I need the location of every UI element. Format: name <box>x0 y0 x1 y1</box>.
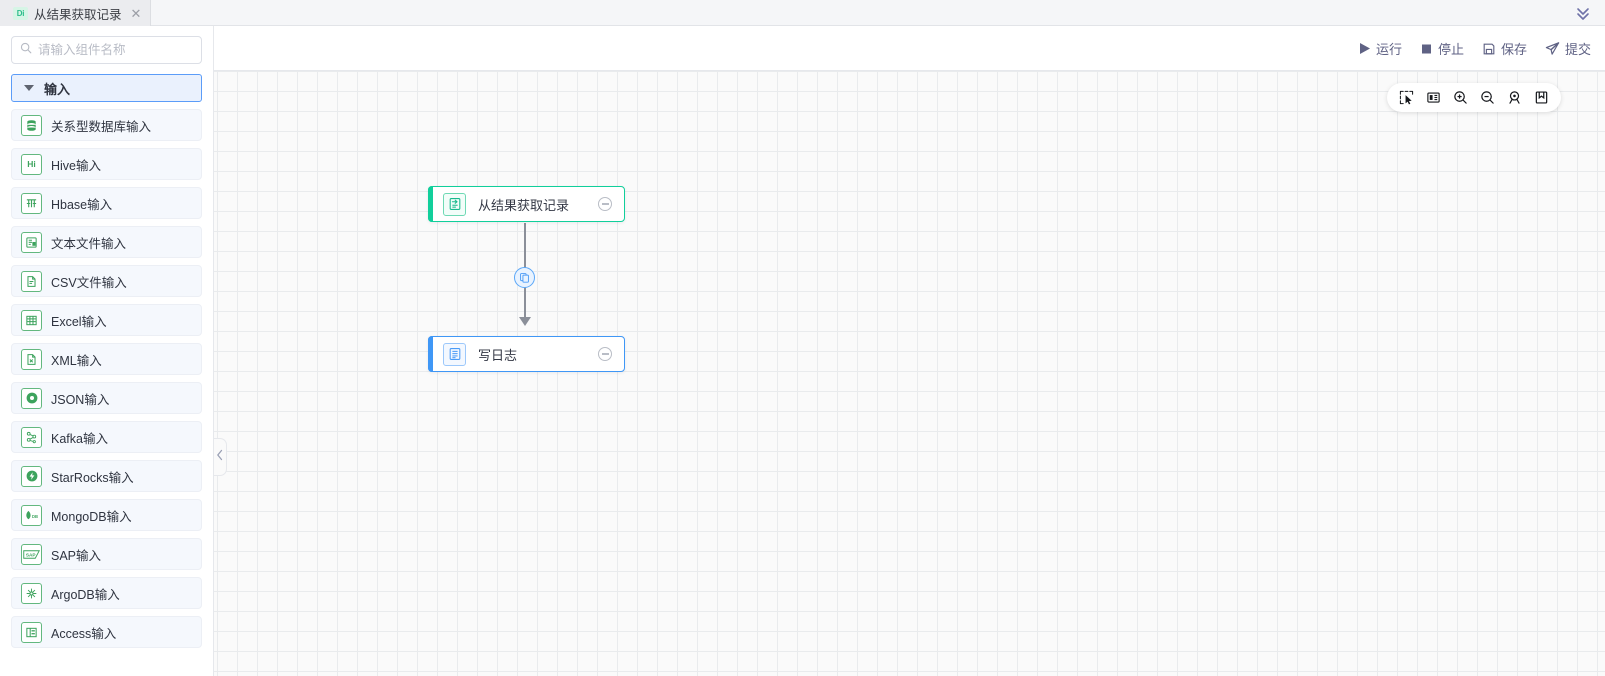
stop-label: 停止 <box>1437 42 1464 57</box>
edge-arrow-head <box>519 317 531 326</box>
fit-view-icon[interactable] <box>1501 84 1528 111</box>
tab-get-records[interactable]: Di 从结果获取记录 ✕ <box>0 0 152 26</box>
sidebar-collapse-handle[interactable] <box>214 438 227 476</box>
toolbar-actions: 运行 停止 保存 <box>1358 26 1591 71</box>
minus-circle-icon[interactable] <box>598 197 612 211</box>
component-label: MongoDB输入 <box>51 509 132 524</box>
component-item-hive[interactable]: Hi Hive输入 <box>11 148 202 180</box>
flow-node-label: 写日志 <box>478 347 518 363</box>
tab-bar-spacer <box>151 0 1561 25</box>
component-label: StarRocks输入 <box>51 470 134 485</box>
search-icon <box>20 41 32 59</box>
csv-file-icon <box>21 270 42 292</box>
submit-label: 提交 <box>1564 42 1591 57</box>
stop-square-icon <box>1420 42 1433 55</box>
caret-down-icon <box>24 85 34 91</box>
save-label: 保存 <box>1500 42 1527 57</box>
kafka-node-icon <box>21 426 42 448</box>
component-label: Kafka输入 <box>51 431 108 446</box>
sidebar-group-input[interactable]: 输入 <box>11 74 202 102</box>
top-toolbar: 运行 停止 保存 <box>0 26 1605 71</box>
run-button[interactable]: 运行 <box>1358 39 1402 58</box>
component-item-hbase[interactable]: Hbase输入 <box>11 187 202 219</box>
minimap-panel-icon[interactable] <box>1420 84 1447 111</box>
zoom-in-icon[interactable] <box>1447 84 1474 111</box>
component-label: CSV文件输入 <box>51 275 127 290</box>
starrocks-bolt-icon <box>21 465 42 487</box>
component-item-starrocks[interactable]: StarRocks输入 <box>11 460 202 492</box>
component-label: Access输入 <box>51 626 117 641</box>
argodb-icon <box>21 582 42 604</box>
component-item-relational-db[interactable]: 关系型数据库输入 <box>11 109 202 141</box>
canvas-toolbar <box>1387 83 1561 112</box>
flow-canvas[interactable]: 从结果获取记录 写日志 <box>214 71 1605 676</box>
svg-text:SAP: SAP <box>26 552 36 558</box>
close-icon[interactable]: ✕ <box>130 5 142 21</box>
json-circle-icon <box>21 387 42 409</box>
play-icon <box>1358 42 1371 55</box>
component-item-kafka[interactable]: Kafka输入 <box>11 421 202 453</box>
component-item-json[interactable]: JSON输入 <box>11 382 202 414</box>
tab-type-badge: Di <box>13 6 28 20</box>
save-floppy-icon <box>1482 42 1496 56</box>
flow-node-get-records[interactable]: 从结果获取记录 <box>428 186 625 222</box>
double-chevron-down-icon[interactable] <box>1561 0 1605 25</box>
tab-bar: Di 从结果获取记录 ✕ <box>0 0 1605 26</box>
flow-node-label: 从结果获取记录 <box>478 197 570 213</box>
search-box[interactable] <box>11 36 202 64</box>
component-label: ArgoDB输入 <box>51 587 120 602</box>
component-label: SAP输入 <box>51 548 102 563</box>
copy-rows-icon[interactable] <box>514 267 535 288</box>
component-label: JSON输入 <box>51 392 110 407</box>
get-records-icon <box>443 192 466 216</box>
search-input[interactable] <box>38 37 201 63</box>
run-label: 运行 <box>1375 42 1402 57</box>
mongodb-leaf-icon: DB <box>21 504 42 526</box>
write-log-icon <box>443 342 466 366</box>
submit-button[interactable]: 提交 <box>1545 39 1591 58</box>
excel-grid-icon <box>21 309 42 331</box>
stop-button[interactable]: 停止 <box>1420 39 1464 58</box>
svg-text:DB: DB <box>32 514 38 519</box>
database-icon <box>21 114 42 136</box>
hive-icon: Hi <box>21 153 42 175</box>
hbase-icon <box>21 192 42 214</box>
minus-circle-icon[interactable] <box>598 347 612 361</box>
component-item-csv-file[interactable]: CSV文件输入 <box>11 265 202 297</box>
component-item-text-file[interactable]: 文本文件输入 <box>11 226 202 258</box>
search-area <box>0 26 213 70</box>
component-item-access[interactable]: Access输入 <box>11 616 202 648</box>
marquee-select-icon[interactable] <box>1393 84 1420 111</box>
component-label: Hbase输入 <box>51 197 113 212</box>
component-label: Excel输入 <box>51 314 107 329</box>
component-label: 文本文件输入 <box>51 236 127 251</box>
component-label: 关系型数据库输入 <box>51 119 152 134</box>
text-file-icon <box>21 231 42 253</box>
tab-label: 从结果获取记录 <box>34 7 122 22</box>
component-item-sap[interactable]: SAP SAP输入 <box>11 538 202 570</box>
sap-icon: SAP <box>21 543 42 565</box>
component-label: Hive输入 <box>51 158 102 173</box>
component-list: 关系型数据库输入 Hi Hive输入 Hbase输入 <box>0 109 213 648</box>
component-item-mongodb[interactable]: DB MongoDB输入 <box>11 499 202 531</box>
access-icon <box>21 621 42 643</box>
component-item-argodb[interactable]: ArgoDB输入 <box>11 577 202 609</box>
paper-plane-icon <box>1545 41 1560 56</box>
component-label: XML输入 <box>51 353 102 368</box>
chevron-left-icon <box>216 448 224 466</box>
zoom-out-icon[interactable] <box>1474 84 1501 111</box>
component-sidebar: 输入 关系型数据库输入 Hi Hive输入 <box>0 26 214 676</box>
sidebar-group-label: 输入 <box>44 81 71 97</box>
xml-file-icon <box>21 348 42 370</box>
flow-node-write-log[interactable]: 写日志 <box>428 336 625 372</box>
bookmark-icon[interactable] <box>1528 84 1555 111</box>
component-item-xml[interactable]: XML输入 <box>11 343 202 375</box>
component-item-excel[interactable]: Excel输入 <box>11 304 202 336</box>
save-button[interactable]: 保存 <box>1482 39 1527 58</box>
